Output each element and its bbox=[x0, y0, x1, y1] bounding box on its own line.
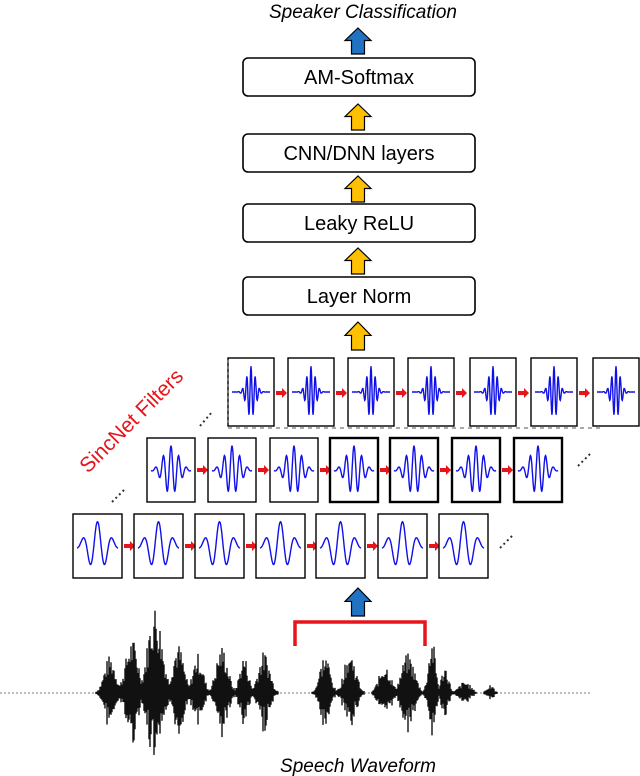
filter-wave bbox=[535, 366, 573, 415]
sinc-filter-box bbox=[255, 513, 306, 579]
red-arrow-icon bbox=[456, 388, 467, 398]
filter-wave bbox=[381, 520, 424, 566]
sinc-filter-box bbox=[388, 436, 440, 504]
up-arrow-icon bbox=[343, 175, 373, 203]
input-arrow-icon bbox=[343, 587, 373, 617]
sinc-filter-box bbox=[227, 357, 275, 427]
filter-wave bbox=[455, 445, 497, 493]
red-arrow-icon bbox=[579, 388, 590, 398]
red-arrow-icon bbox=[367, 541, 378, 551]
red-arrow-icon bbox=[429, 541, 440, 551]
red-arrow-icon bbox=[440, 465, 451, 475]
cnn-dnn-label: CNN/DNN layers bbox=[283, 143, 434, 165]
sinc-filter-box bbox=[512, 436, 564, 504]
sinc-filter-box bbox=[133, 513, 184, 579]
filter-wave bbox=[137, 520, 180, 566]
filter-wave bbox=[352, 366, 390, 415]
ellipsis-dots bbox=[199, 411, 213, 427]
filter-wave bbox=[474, 366, 512, 415]
layer-norm-label: Layer Norm bbox=[307, 286, 411, 308]
filter-wave bbox=[597, 366, 635, 415]
red-arrow-icon bbox=[185, 541, 196, 551]
red-arrow-icon bbox=[336, 388, 347, 398]
filter-wave bbox=[292, 366, 330, 415]
leaky-relu-label: Leaky ReLU bbox=[304, 213, 414, 235]
filter-wave bbox=[393, 445, 435, 493]
red-arrow-icon bbox=[320, 465, 331, 475]
red-arrow-icon bbox=[246, 541, 257, 551]
filter-wave bbox=[412, 366, 450, 415]
am-softmax-layer: AM-Softmax bbox=[242, 57, 476, 97]
speaker-classification-label: Speaker Classification bbox=[269, 2, 457, 23]
sinc-filter-box bbox=[207, 437, 257, 503]
waveform-trace bbox=[95, 610, 498, 755]
red-arrow-icon bbox=[518, 388, 529, 398]
filter-wave bbox=[232, 366, 270, 415]
sinc-filter-box bbox=[72, 513, 123, 579]
cnn-dnn-layer: CNN/DNN layers bbox=[242, 133, 476, 173]
layer-stack: AM-Softmax CNN/DNN layers Leaky ReLU Lay… bbox=[242, 57, 476, 316]
ellipsis-dots bbox=[499, 533, 515, 549]
output-arrow-icon bbox=[343, 27, 373, 55]
sincnet-filter-bank bbox=[72, 357, 640, 579]
sinc-filter-box bbox=[469, 357, 517, 427]
red-arrow-icon bbox=[276, 388, 287, 398]
sinc-filter-box bbox=[287, 357, 335, 427]
red-arrow-icon bbox=[258, 465, 269, 475]
layer-norm-layer: Layer Norm bbox=[242, 276, 476, 316]
filter-wave bbox=[211, 445, 253, 493]
red-arrow-icon bbox=[124, 541, 135, 551]
sinc-filter-box bbox=[407, 357, 455, 427]
sinc-filter-box bbox=[194, 513, 245, 579]
sinc-filter-box bbox=[377, 513, 428, 579]
sinc-filter-box bbox=[146, 437, 196, 503]
ellipsis-dots bbox=[111, 487, 127, 503]
filter-wave bbox=[259, 520, 302, 566]
sinc-filter-box bbox=[592, 357, 640, 427]
leaky-relu-layer: Leaky ReLU bbox=[242, 203, 476, 243]
speech-waveform bbox=[0, 610, 590, 755]
red-arrow-icon bbox=[307, 541, 318, 551]
sinc-filter-box bbox=[347, 357, 395, 427]
filter-wave bbox=[76, 520, 119, 566]
red-arrow-icon bbox=[396, 388, 407, 398]
red-arrow-icon bbox=[197, 465, 208, 475]
up-arrow-icon bbox=[343, 247, 373, 275]
up-arrow-icon bbox=[343, 103, 373, 131]
filter-wave bbox=[442, 520, 485, 566]
filter-wave bbox=[517, 445, 559, 493]
filter-wave bbox=[319, 520, 362, 566]
red-arrow-icon bbox=[380, 465, 391, 475]
filter-wave bbox=[333, 445, 375, 493]
filter-wave bbox=[273, 445, 315, 493]
filter-wave bbox=[198, 520, 241, 566]
sinc-filter-box bbox=[450, 436, 502, 504]
window-bracket bbox=[293, 620, 427, 646]
sinc-filter-box bbox=[328, 436, 380, 504]
sinc-filter-box bbox=[438, 513, 489, 579]
sinc-filter-box bbox=[269, 437, 319, 503]
speech-waveform-label: Speech Waveform bbox=[280, 756, 436, 776]
up-arrow-icon bbox=[343, 321, 373, 351]
ellipsis-dots bbox=[577, 451, 593, 467]
sinc-filter-box bbox=[315, 513, 366, 579]
sinc-filter-box bbox=[530, 357, 578, 427]
am-softmax-label: AM-Softmax bbox=[304, 67, 414, 89]
red-arrow-icon bbox=[502, 465, 513, 475]
filter-wave bbox=[150, 445, 192, 493]
